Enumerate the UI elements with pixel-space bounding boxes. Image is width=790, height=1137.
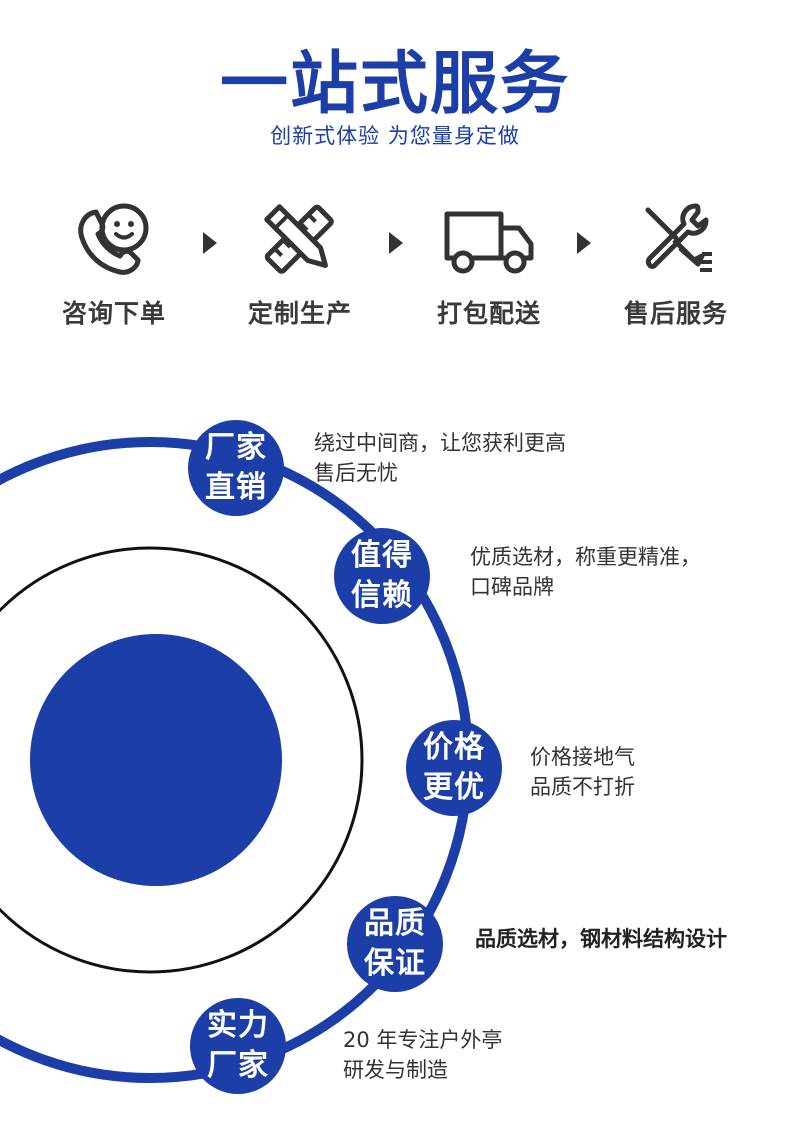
badge-line: 实力 xyxy=(207,1008,269,1043)
desc-line: 售后无忧 xyxy=(314,461,398,485)
step-label: 打包配送 xyxy=(436,299,541,328)
step-label: 售后服务 xyxy=(623,299,728,328)
desc-line: 优质选材，称重更精准， xyxy=(470,545,701,569)
feature-desc: 优质选材，称重更精准， 口碑品牌 xyxy=(470,542,701,602)
badge-line: 品质 xyxy=(364,906,426,941)
wrench-screwdriver-icon xyxy=(636,200,716,280)
desc-line: 研发与制造 xyxy=(343,1058,448,1082)
center-disc xyxy=(30,634,282,886)
feature-badge: 值得 信赖 xyxy=(334,528,430,624)
feature-badge: 价格 更优 xyxy=(406,720,502,816)
badge-line: 厂家 xyxy=(205,430,267,465)
desc-line: 口碑品牌 xyxy=(470,575,554,599)
feature-badge: 厂家 直销 xyxy=(188,420,284,516)
step-aftersale: 售后服务 xyxy=(591,200,761,330)
badge-line: 值得 xyxy=(351,538,413,573)
chevron-right-icon xyxy=(203,232,217,254)
badge-line: 更优 xyxy=(423,770,485,805)
chevron-right-icon xyxy=(389,232,403,254)
feature-desc: 20 年专注户外亭 研发与制造 xyxy=(343,1025,502,1085)
inner-ring xyxy=(0,546,364,974)
badge-line: 信赖 xyxy=(351,578,413,613)
phone-smile-icon xyxy=(74,200,154,280)
badge-line: 保证 xyxy=(364,946,426,981)
page-title: 一站式服务 xyxy=(219,45,570,124)
page-subtitle: 创新式体验 为您量身定做 xyxy=(270,124,520,148)
desc-line: 品质选材，钢材料结构设计 xyxy=(475,927,727,951)
step-label: 咨询下单 xyxy=(61,299,166,328)
feature-desc: 绕过中间商，让您获利更高 售后无忧 xyxy=(314,428,566,488)
badge-line: 价格 xyxy=(423,730,485,765)
step-consult: 咨询下单 xyxy=(29,200,199,330)
desc-line: 品质不打折 xyxy=(530,775,635,799)
feature-badge: 实力 厂家 xyxy=(190,998,286,1094)
pencil-ruler-icon xyxy=(260,200,340,280)
desc-line: 价格接地气 xyxy=(530,745,635,769)
feature-desc: 价格接地气 品质不打折 xyxy=(530,742,635,802)
step-label: 定制生产 xyxy=(247,299,352,328)
feature-badge: 品质 保证 xyxy=(347,896,443,992)
badge-line: 厂家 xyxy=(207,1048,269,1083)
desc-line: 绕过中间商，让您获利更高 xyxy=(314,431,566,455)
step-delivery: 打包配送 xyxy=(404,200,574,330)
desc-line: 20 年专注户外亭 xyxy=(343,1028,503,1052)
badge-line: 直销 xyxy=(205,470,267,505)
chevron-right-icon xyxy=(577,232,591,254)
truck-icon xyxy=(441,200,537,280)
step-production: 定制生产 xyxy=(215,200,385,330)
feature-desc: 品质选材，钢材料结构设计 xyxy=(475,924,727,954)
